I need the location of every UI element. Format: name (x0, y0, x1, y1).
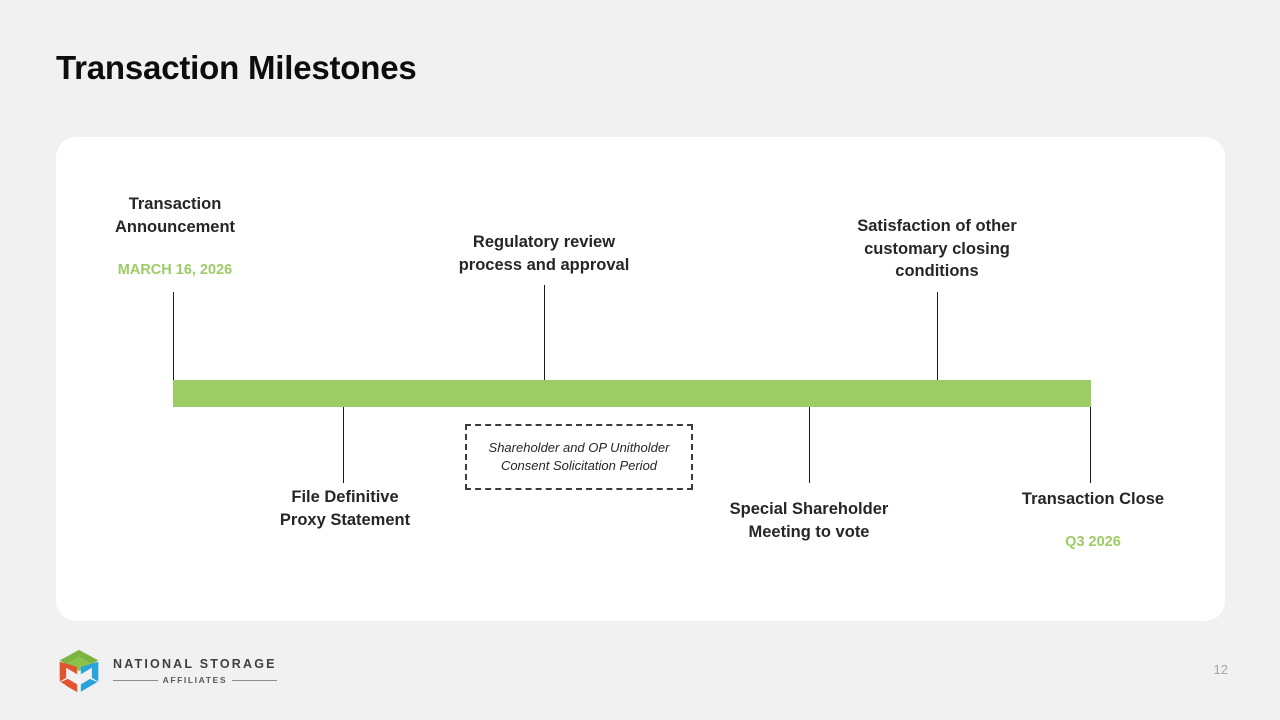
logo-subtitle: AFFILIATES (162, 675, 228, 685)
connector-line-proxy-statement (343, 407, 344, 483)
milestone-date-transaction-close: Q3 2026 (1065, 534, 1121, 550)
connector-line-regulatory-review (544, 285, 545, 380)
page-title: Transaction Milestones (56, 49, 417, 86)
content-card (56, 137, 1225, 621)
logo-rule-left (113, 679, 158, 681)
connector-line-closing-conditions (937, 292, 938, 380)
national-storage-cube-icon (59, 649, 99, 693)
milestone-label-shareholder-meeting: Special Shareholder Meeting to vote (729, 500, 889, 541)
milestone-label-transaction-announcement: Transaction Announcement (114, 195, 236, 236)
milestone-label-proxy-statement: File Definitive Proxy Statement (279, 488, 411, 529)
logo-title: NATIONAL STORAGE (113, 657, 277, 671)
connector-line-shareholder-meeting (809, 407, 810, 483)
milestone-label-regulatory-review: Regulatory review process and approval (458, 233, 630, 274)
timeline-bar (173, 380, 1091, 407)
milestone-label-transaction-close: Transaction Close (1021, 490, 1165, 508)
logo-wordmark: NATIONAL STORAGE AFFILIATES (113, 657, 277, 685)
milestone-date-transaction-announcement: MARCH 16, 2026 (117, 262, 233, 278)
consent-solicitation-period-text: Shareholder and OP Unitholder Consent So… (488, 440, 670, 473)
logo-subtitle-row: AFFILIATES (113, 675, 277, 685)
consent-solicitation-period-box: Shareholder and OP Unitholder Consent So… (465, 424, 693, 490)
connector-line-transaction-close (1090, 407, 1091, 483)
company-logo: NATIONAL STORAGE AFFILIATES (56, 648, 277, 694)
connector-line-transaction-announcement (173, 292, 174, 380)
page-number: 12 (1213, 662, 1228, 677)
milestone-label-closing-conditions: Satisfaction of other customary closing … (857, 217, 1017, 280)
logo-rule-right (232, 679, 277, 681)
